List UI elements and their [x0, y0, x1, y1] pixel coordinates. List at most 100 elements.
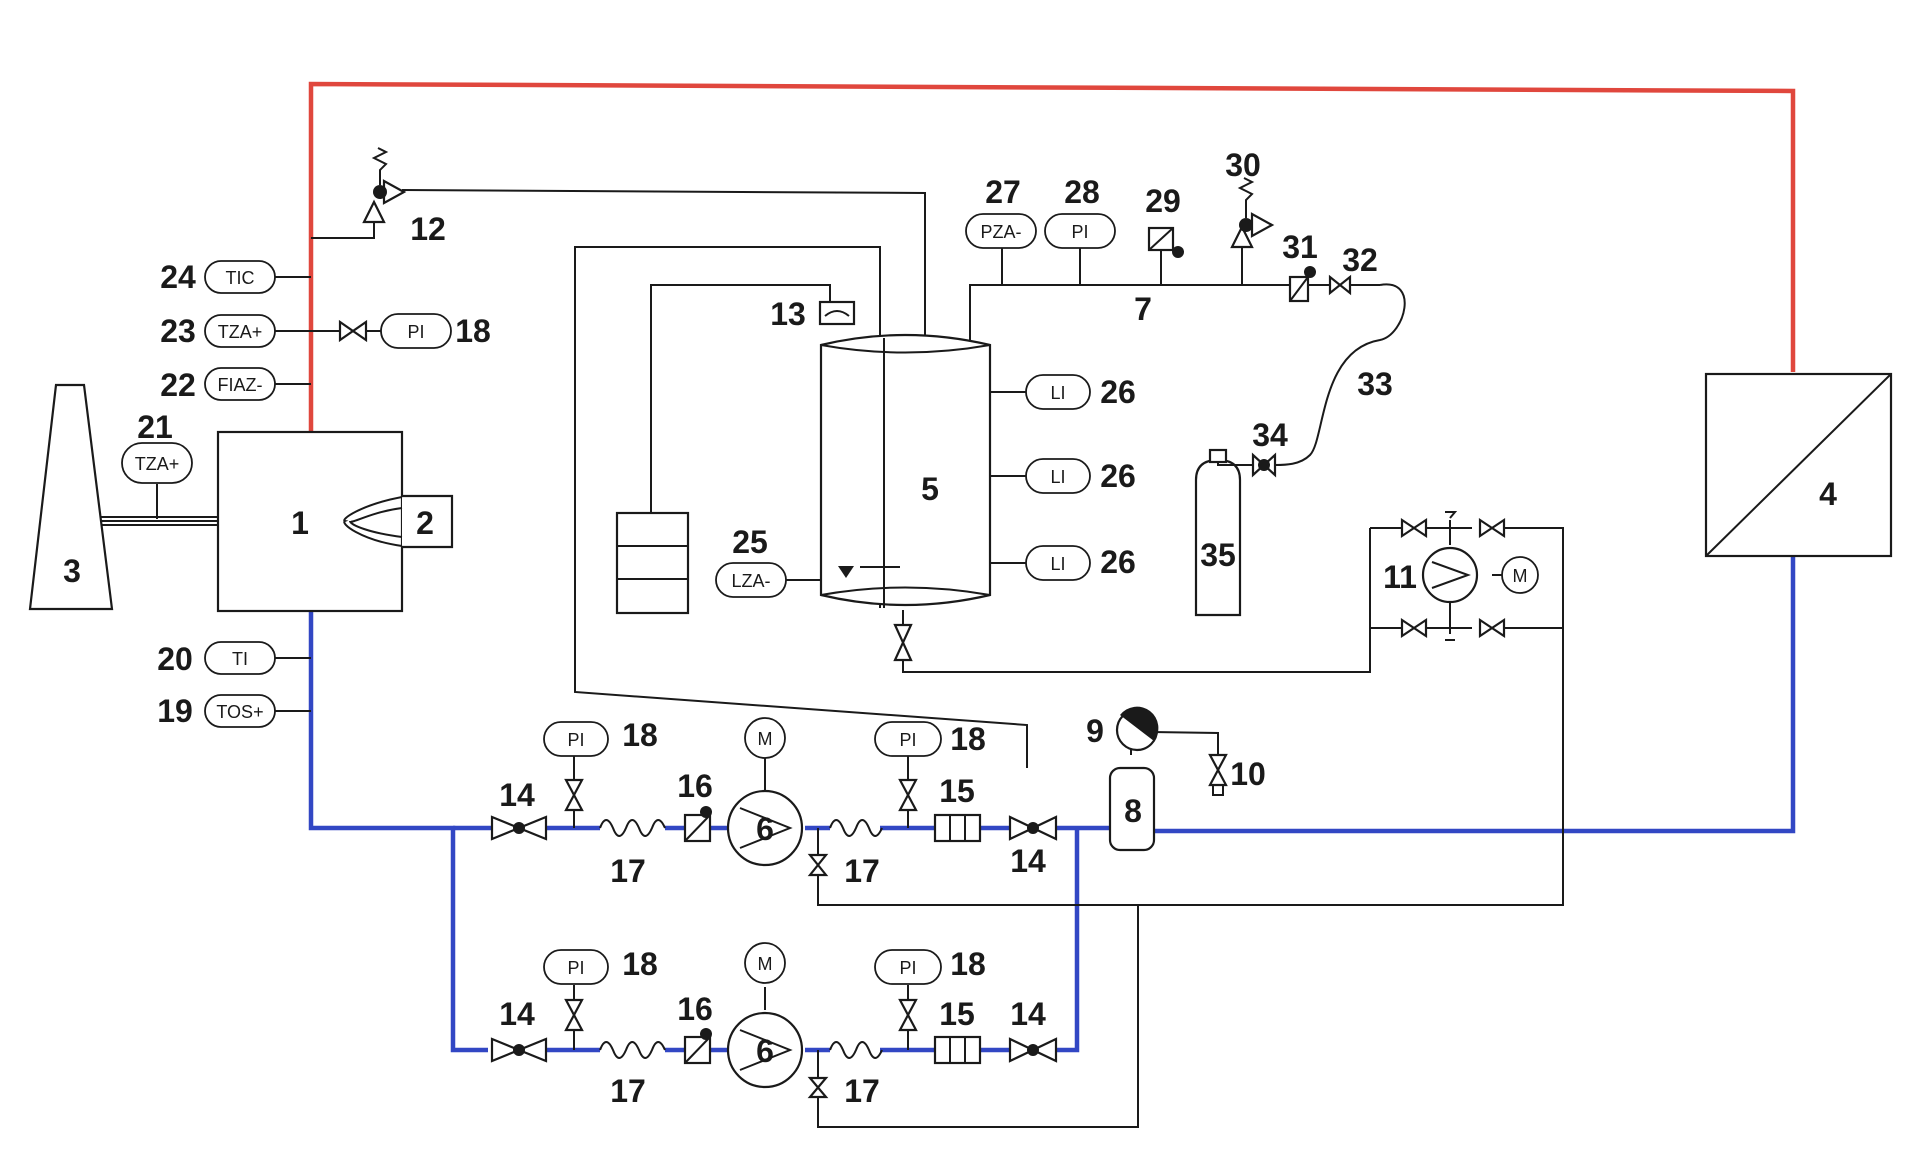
air-vent	[1115, 706, 1159, 752]
label-33: 33	[1357, 366, 1393, 402]
label-17b: 17	[844, 853, 880, 889]
label-25: 25	[732, 524, 768, 560]
label-14a: 14	[499, 777, 535, 813]
level-vessel	[615, 511, 690, 615]
flex-connectors	[599, 819, 883, 1059]
pressure-regulator	[1288, 266, 1316, 303]
boiler	[216, 430, 454, 613]
level-switch	[818, 300, 856, 326]
label-14d: 14	[1010, 996, 1046, 1032]
fiaz-tag: FIAZ-	[218, 375, 263, 395]
label-3: 3	[63, 553, 81, 589]
pi-tag-18c: PI	[567, 958, 584, 978]
circulation-pump-lower	[726, 942, 804, 1089]
label-13: 13	[770, 296, 806, 332]
equipment-numbers: 1 2 3 4 5 6 6 7 8 9 10 11 12 13 14 14 14…	[63, 147, 1837, 1109]
pi-tag-18-top: PI	[407, 322, 424, 342]
pza-tag: PZA-	[980, 222, 1021, 242]
li-tag-1: LI	[1050, 383, 1065, 403]
label-26c: 26	[1100, 544, 1136, 580]
safety-valve-12	[362, 147, 407, 224]
cylinder-valve	[1217, 452, 1277, 478]
pi-tag-18a: PI	[567, 730, 584, 750]
label-29: 29	[1145, 183, 1181, 219]
chimney	[28, 383, 114, 611]
label-35: 35	[1200, 537, 1236, 573]
label-27: 27	[985, 174, 1021, 210]
check-valves	[683, 806, 712, 1065]
gas-cylinder	[1194, 448, 1242, 617]
label-21: 21	[137, 409, 173, 445]
process-lines	[92, 189, 1564, 1128]
label-6b: 6	[756, 1033, 774, 1069]
label-14c: 14	[499, 996, 535, 1032]
label-28: 28	[1064, 174, 1100, 210]
label-18b: 18	[950, 721, 986, 757]
strainer-lower	[933, 1035, 982, 1065]
label-12: 12	[410, 211, 446, 247]
motor-tag-11: M	[1513, 566, 1528, 586]
label-7: 7	[1134, 291, 1152, 327]
pi-tag-28: PI	[1071, 222, 1088, 242]
label-11: 11	[1383, 559, 1417, 595]
label-17d: 17	[844, 1073, 880, 1109]
li-tag-3: LI	[1050, 554, 1065, 574]
heat-exchanger	[1704, 372, 1893, 558]
li-tag-2: LI	[1050, 467, 1065, 487]
label-17c: 17	[610, 1073, 646, 1109]
label-14b: 14	[1010, 843, 1046, 879]
cold-return-line-right	[1150, 556, 1796, 834]
expansion-tank	[819, 333, 992, 608]
label-18-top: 18	[455, 313, 491, 349]
label-20: 20	[157, 641, 193, 677]
lza-tag: LZA-	[731, 571, 770, 591]
label-8: 8	[1124, 793, 1142, 829]
label-1: 1	[291, 505, 309, 541]
instrument-tags: TIC TZA+ FIAZ- PI TZA+ TI TOS+ PZA- PI L…	[135, 222, 1528, 978]
label-22: 22	[160, 367, 196, 403]
label-26b: 26	[1100, 458, 1136, 494]
small-valves	[338, 274, 1506, 1099]
ti-tag: TI	[232, 649, 248, 669]
pressure-switch	[1147, 226, 1184, 258]
pump-11	[1421, 546, 1539, 604]
label-16a: 16	[677, 768, 713, 804]
tza-tag-23: TZA+	[218, 322, 263, 342]
label-10: 10	[1230, 756, 1266, 792]
motor-tag-6b: M	[758, 954, 773, 974]
label-18d: 18	[950, 946, 986, 982]
label-2: 2	[416, 505, 434, 541]
label-17a: 17	[610, 853, 646, 889]
tza-tag-21: TZA+	[135, 454, 180, 474]
label-5: 5	[921, 471, 939, 507]
label-4: 4	[1819, 476, 1837, 512]
label-15a: 15	[939, 773, 975, 809]
safety-valve-30	[1230, 177, 1275, 249]
label-26a: 26	[1100, 374, 1136, 410]
label-6a: 6	[756, 811, 774, 847]
instrument-bubbles	[121, 213, 1116, 985]
label-18a: 18	[622, 717, 658, 753]
label-16b: 16	[677, 991, 713, 1027]
air-separator	[1108, 766, 1156, 852]
label-19: 19	[157, 693, 193, 729]
label-15b: 15	[939, 996, 975, 1032]
pi-tag-18d: PI	[899, 958, 916, 978]
circulation-pump-upper	[726, 717, 804, 867]
label-24: 24	[160, 259, 196, 295]
label-18c: 18	[622, 946, 658, 982]
label-23: 23	[160, 313, 196, 349]
label-31: 31	[1282, 229, 1318, 265]
hot-supply-line	[308, 81, 1796, 432]
label-30: 30	[1225, 147, 1261, 183]
strainer-upper	[933, 813, 982, 843]
motor-tag-6a: M	[758, 729, 773, 749]
tic-tag: TIC	[226, 268, 255, 288]
label-9: 9	[1086, 713, 1104, 749]
isolation-valves	[490, 815, 1058, 1063]
label-32: 32	[1342, 242, 1378, 278]
label-34: 34	[1252, 417, 1288, 453]
tos-tag: TOS+	[216, 702, 263, 722]
